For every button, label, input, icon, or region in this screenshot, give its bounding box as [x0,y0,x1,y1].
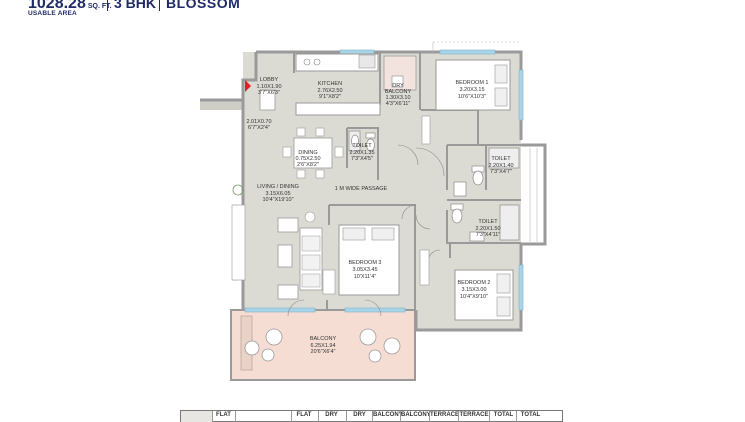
living-dims: 3.15X6.05 [265,191,290,197]
label-passage-small: 2.01X0.70 6'7"X2'4" [246,119,271,131]
bedroom-2-name: BEDROOM 2 [457,280,490,286]
kitchen-counter [259,53,381,116]
legend-header-cell: FLAT [212,411,234,422]
legend-header-cell: BALCONY [400,411,431,422]
door-swings [287,144,445,317]
living-name: LIVING / DINING [257,184,299,190]
dining-dims: 0.75X2.50 [295,156,320,162]
area-legend-table: FLAT FLAT DRY DRY BALCONY BALCONY TERRAC… [180,410,563,422]
kitchen-dims: 2.76X2.50 [317,88,342,94]
living-furniture [231,184,323,300]
label-bedroom-1: BEDROOM 1 3.20X3.15 10'6"X10'3" [455,80,488,100]
unit-type: 3 BHK [114,0,157,11]
dry-balcony-name2: BALCONY [385,89,412,95]
toilet-right-lower-dims-ft: 7'3"X4'11" [476,232,501,238]
bedroom-2-dims: 3.15X3.00 [461,287,486,293]
bedroom-2-furniture [419,249,514,321]
dry-balcony-name: DRY [392,83,404,89]
usable-area-caption: USABLE AREA [28,10,77,17]
passage-label: 1 M WIDE PASSAGE [335,186,388,192]
toilet-right-lower-name: TOILET [478,219,498,225]
bedroom-3-dims: 3.05X3.45 [352,267,377,273]
legend-header-cell: FLAT [291,411,316,422]
label-kitchen: KITCHEN 2.76X2.50 9'1"X8'2" [317,81,342,100]
entry-marker [245,80,251,92]
label-bedroom-3: BEDROOM 3 3.05X3.45 10'X11'4" [348,260,381,280]
lobby-name: LOBBY [260,77,279,83]
kitchen-name: KITCHEN [318,81,342,87]
legend-header-cell: TOTAL [516,411,544,422]
legend-header-cell: TERRACE [458,411,489,422]
label-toilet-center: TOILET 2.20X1.35 7'3"X4'5" [349,143,374,162]
bedroom-1-furniture [421,59,511,145]
balcony-dims-ft: 20'6"X6'4" [311,349,336,355]
label-living: LIVING / DINING 3.15X6.05 10'4"X19'10" [257,184,299,203]
toilet-right-upper-dims-ft: 7'3"X4'7" [490,169,512,175]
kitchen-dims-ft: 9'1"X8'2" [319,94,341,100]
label-dry-balcony: DRY BALCONY 1.30X3.10 4'3"X6'11" [385,83,412,107]
label-dining: DINING 0.75X2.50 2'6"X8'2" [295,150,320,168]
toilet-fixtures [348,130,520,242]
legend-header-cell: DRY [318,411,344,422]
legend-header-cell: BALCONY [372,411,403,422]
balcony-name: BALCONY [310,336,337,342]
legend-lead-cell [181,411,212,422]
legend-blank-cell [235,411,290,422]
bedroom-3-furniture [322,224,400,296]
toilet-center-dims-ft: 7'3"X4'5" [351,156,373,162]
balcony-dims: 6.25X1.94 [310,343,335,349]
label-balcony: BALCONY 6.25X1.94 20'6"X6'4" [310,336,337,355]
dry-balcony-dims-ft: 4'3"X6'11" [386,101,411,107]
toilet-center-dims: 2.20X1.35 [349,150,374,156]
label-toilet-right-lower: TOILET 2.20X1.50 7'3"X4'11" [475,219,500,238]
header-divider [159,0,160,11]
usable-area-unit: SQ. FT. [87,3,112,10]
balcony-area [230,309,416,381]
lobby-dims-ft: 3'7"X6'3" [258,90,280,96]
room-labels: LOBBY 1.10X1.90 3'7"X6'3" KITCHEN 2.76X2… [246,77,513,355]
header-divider [107,0,108,11]
lobby-dims: 1.10X1.90 [256,84,281,90]
passage-small-dims-ft: 6'7"X2'4" [248,125,270,131]
bedroom-1-dims: 3.20X3.15 [459,87,484,93]
passage-small-dims: 2.01X0.70 [246,119,271,125]
bedroom-1-dims-ft: 10'6"X10'3" [458,94,486,100]
label-bedroom-2: BEDROOM 2 3.15X3.00 10'4"X9'10" [457,280,490,300]
living-dims-ft: 10'4"X19'10" [262,197,293,203]
toilet-right-upper-dims: 2.20X1.40 [488,163,513,169]
dry-balcony-fittings [383,55,417,91]
toilet-right-lower-dims: 2.20X1.50 [475,226,500,232]
bedroom-2-dims-ft: 10'4"X9'10" [460,294,488,300]
shaft-grill [432,41,538,242]
balcony-furniture [244,328,401,363]
legend-header-cell: TOTAL [489,411,517,422]
label-toilet-right-upper: TOILET 2.20X1.40 7'3"X4'7" [488,156,513,175]
bedroom-3-dims-ft: 10'X11'4" [354,274,377,280]
toilet-center-name: TOILET [352,143,372,149]
dining-dims-ft: 2'6"X8'2" [297,162,319,168]
toilet-right-upper-name: TOILET [491,156,511,162]
dining-furniture [282,127,344,179]
project-name: BLOSSOM [166,0,241,11]
bedroom-1-name: BEDROOM 1 [455,80,488,86]
legend-header-cell: DRY [346,411,372,422]
dining-name: DINING [298,150,317,156]
label-lobby: LOBBY 1.10X1.90 3'7"X6'3" [256,77,281,96]
legend-header-cell: TERRACE [429,411,459,422]
bedroom-3-name: BEDROOM 3 [348,260,381,266]
dry-balcony-dims: 1.30X3.10 [385,95,410,101]
